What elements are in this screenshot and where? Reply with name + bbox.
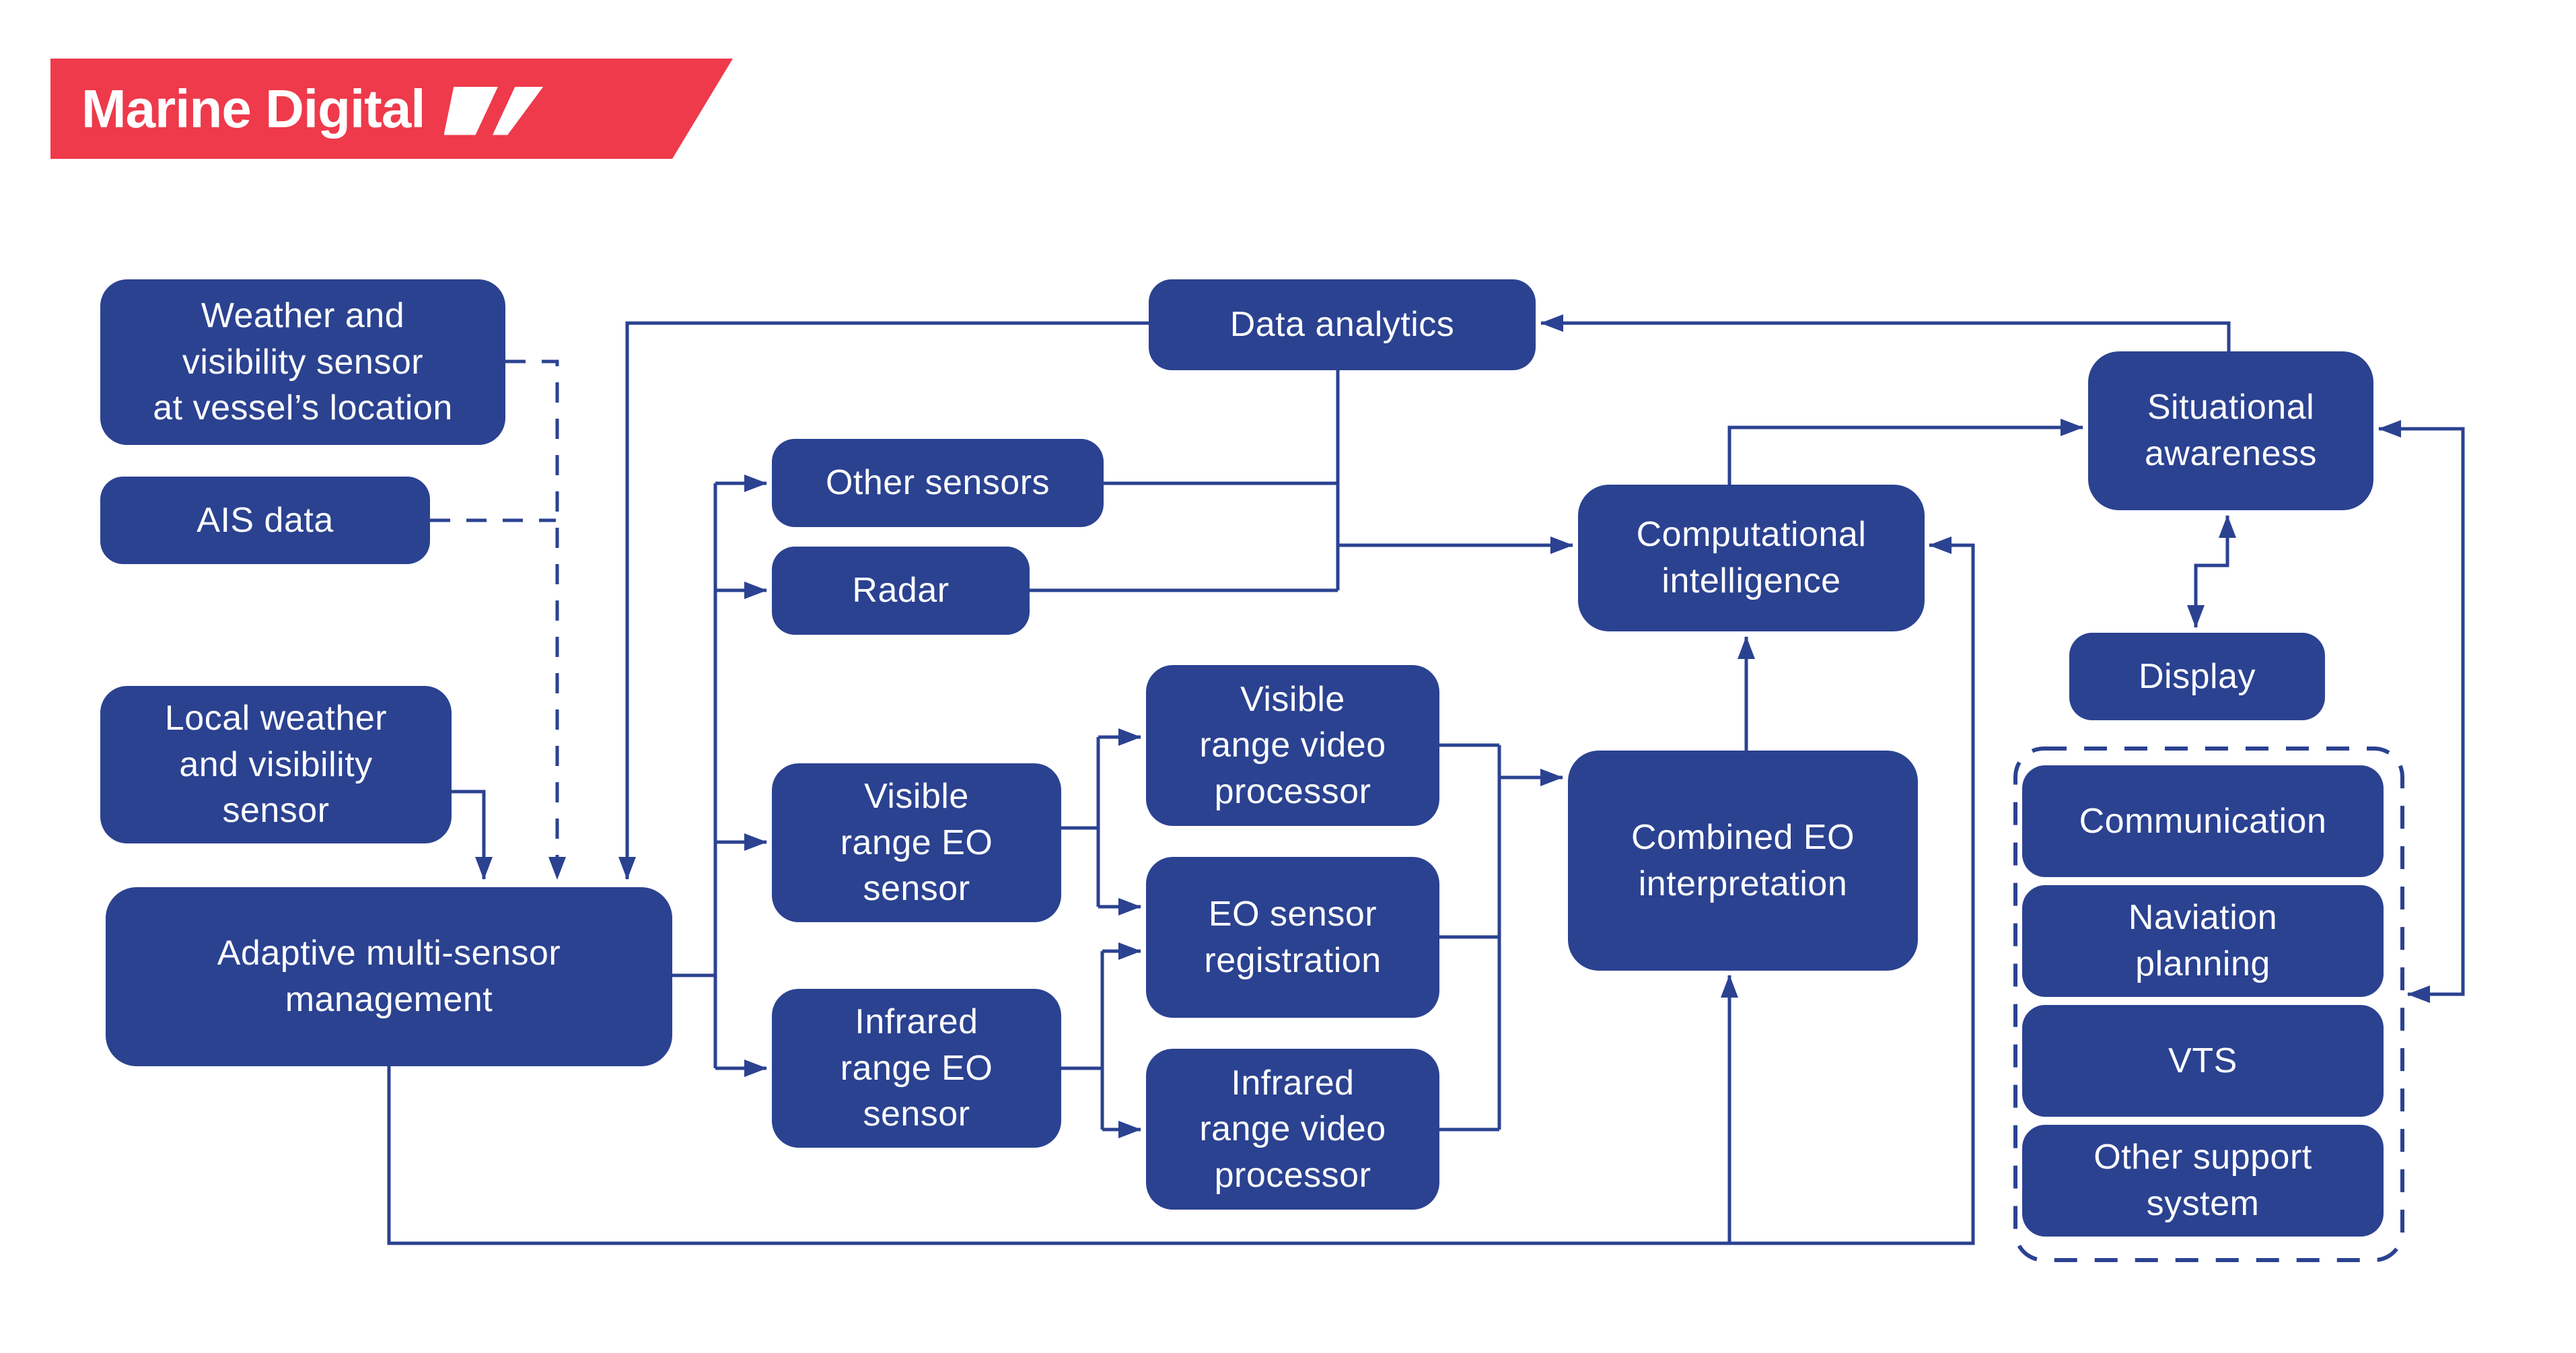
support-systems-container-border [2013, 747, 2404, 1262]
edge-processors-merge [1439, 743, 1501, 1132]
node-combined-eo-interpretation: Combined EO interpretation [1568, 751, 1918, 971]
node-vts: VTS [2022, 1005, 2384, 1117]
edge-sit-awareness-display-twoway [2187, 515, 2236, 628]
edge-sit-awareness-to-analytics [1540, 314, 2231, 351]
node-naviation-planning: Naviation planning [2022, 885, 2384, 997]
flag-icon [444, 87, 544, 135]
node-other-support-system: Other support system [2022, 1125, 2384, 1237]
node-local-weather-sensor: Local weather and visibility sensor [100, 686, 452, 843]
logo-text: Marine Digital [81, 78, 425, 139]
node-radar: Radar [772, 547, 1030, 635]
edge-adaptive-bottom-loop [387, 536, 1975, 1245]
node-adaptive-multi-sensor-management: Adaptive multi-sensor management [106, 887, 672, 1066]
edge-visible-eo-split [1061, 737, 1100, 907]
node-computational-intelligence: Computational intelligence [1578, 485, 1925, 631]
node-weather-vessel-sensor: Weather and visibility sensor at vessel’… [100, 279, 505, 445]
node-visible-range-eo-sensor: Visible range EO sensor [772, 763, 1061, 922]
node-infrared-range-eo-sensor: Infrared range EO sensor [772, 989, 1061, 1148]
node-eo-sensor-registration: EO sensor registration [1146, 857, 1439, 1018]
edge-weather-to-adaptive-dashed [505, 359, 566, 880]
edge-sensors-merge [1030, 370, 1340, 592]
edge-adaptive-sensor-trunk [672, 483, 717, 1068]
node-infrared-range-video-processor: Infrared range video processor [1146, 1049, 1439, 1210]
edge-infrared-eo-split [1061, 951, 1104, 1130]
edge-local-weather-to-adaptive [452, 790, 493, 880]
node-other-sensors: Other sensors [772, 439, 1104, 527]
node-visible-range-video-processor: Visible range video processor [1146, 665, 1439, 826]
edge-analytics-to-adaptive [618, 321, 1149, 880]
edge-sit-awareness-support-twoway [2378, 420, 2465, 1003]
edge-comp-intel-to-sit-awareness [1727, 419, 2083, 485]
node-data-analytics: Data analytics [1149, 279, 1536, 370]
node-display: Display [2069, 633, 2325, 720]
node-communication: Communication [2022, 765, 2384, 877]
marine-digital-logo: Marine Digital [50, 59, 733, 159]
node-ais-data: AIS data [100, 477, 430, 564]
node-situational-awareness: Situational awareness [2088, 351, 2373, 510]
